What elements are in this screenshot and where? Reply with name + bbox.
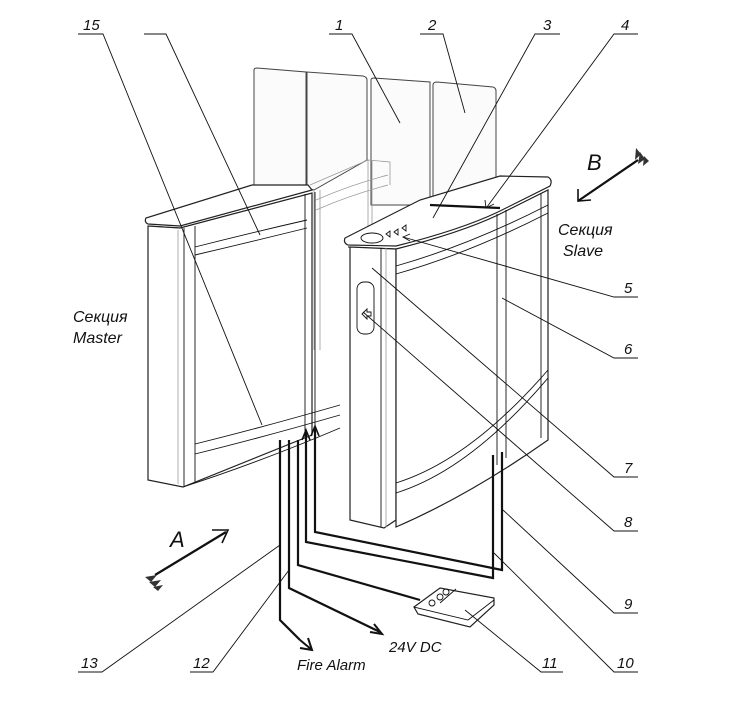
callout-label: 15 xyxy=(83,17,100,34)
slave-top-lid xyxy=(343,175,552,247)
slave-pillar xyxy=(349,246,397,529)
callout-4: 4 xyxy=(484,17,638,209)
cable-link-b xyxy=(313,428,504,572)
callout-13: 13 xyxy=(78,544,281,673)
callout-label: 9 xyxy=(624,596,633,613)
remote-button xyxy=(428,599,436,607)
master-body xyxy=(147,192,313,488)
callout-5: 5 xyxy=(401,233,638,298)
direction-b-label: B xyxy=(587,150,602,175)
callout-label: 3 xyxy=(543,17,552,34)
cable-remote xyxy=(296,440,421,602)
cable-fire-alarm xyxy=(278,440,301,641)
callout-label: 2 xyxy=(427,17,437,34)
callout-label: 8 xyxy=(624,514,633,531)
callout-label: 4 xyxy=(621,17,629,34)
slave-body xyxy=(395,189,549,528)
callout-10: 10 xyxy=(493,552,638,673)
callout-label: 11 xyxy=(542,655,558,672)
master-top-lid xyxy=(144,184,314,227)
callout-label: 7 xyxy=(624,460,633,477)
glass-flap-left-a xyxy=(253,67,307,189)
remote-control-panel xyxy=(413,587,495,628)
callout-1: 1 xyxy=(329,17,401,124)
callout-label: 12 xyxy=(193,655,210,672)
callout-7: 7 xyxy=(371,267,638,478)
cable-link-a xyxy=(304,432,495,580)
slave-section xyxy=(343,175,552,529)
fire-alarm-label: Fire Alarm xyxy=(297,657,366,674)
pass-arrow-icon xyxy=(361,307,372,321)
callout-label: 1 xyxy=(335,17,343,34)
rear-section-outline xyxy=(309,159,391,350)
callout-11: 11 xyxy=(464,609,563,673)
cable-24v xyxy=(287,440,381,633)
direction-arrow-a: A xyxy=(145,527,230,591)
glass-flap-left-b xyxy=(306,71,368,191)
callout-3: 3 xyxy=(432,17,560,219)
callout-6: 6 xyxy=(501,297,638,359)
callout-9: 9 xyxy=(502,509,638,614)
power-arrowhead xyxy=(369,623,385,636)
callout-label: 6 xyxy=(624,341,633,358)
direction-arrow-b: B xyxy=(577,148,649,202)
callout-14: 15 xyxy=(78,17,263,426)
power-label: 24V DC xyxy=(388,639,442,656)
cables xyxy=(278,423,504,652)
remote-button xyxy=(436,593,444,601)
callout-label: 10 xyxy=(617,655,634,672)
slave-section-label-line1: Секция xyxy=(558,222,613,239)
glass-flap-1 xyxy=(370,77,431,206)
callout-label: 5 xyxy=(624,280,633,297)
callouts: 15 1 2 3 4 5 xyxy=(78,17,638,673)
callout-12: 12 xyxy=(190,569,290,673)
card-reader-icon xyxy=(360,232,384,244)
direction-a-label: A xyxy=(168,527,185,552)
callout-label: 13 xyxy=(81,655,98,672)
master-section-label-line1: Секция xyxy=(73,309,128,326)
flap-seam xyxy=(429,203,501,210)
glass-flaps xyxy=(253,67,497,206)
remote-button xyxy=(442,588,450,596)
callout-15 xyxy=(144,33,261,236)
callout-8: 8 xyxy=(362,311,638,532)
slave-section-label-line2: Slave xyxy=(563,243,603,260)
master-section xyxy=(144,184,341,488)
master-section-label-line2: Master xyxy=(73,330,123,347)
indicator-arrows-icon xyxy=(385,224,407,238)
glass-flap-2 xyxy=(432,81,497,206)
pass-indicator-window xyxy=(356,281,375,335)
fire-alarm-arrowhead xyxy=(299,637,314,652)
callout-2: 2 xyxy=(420,17,466,114)
